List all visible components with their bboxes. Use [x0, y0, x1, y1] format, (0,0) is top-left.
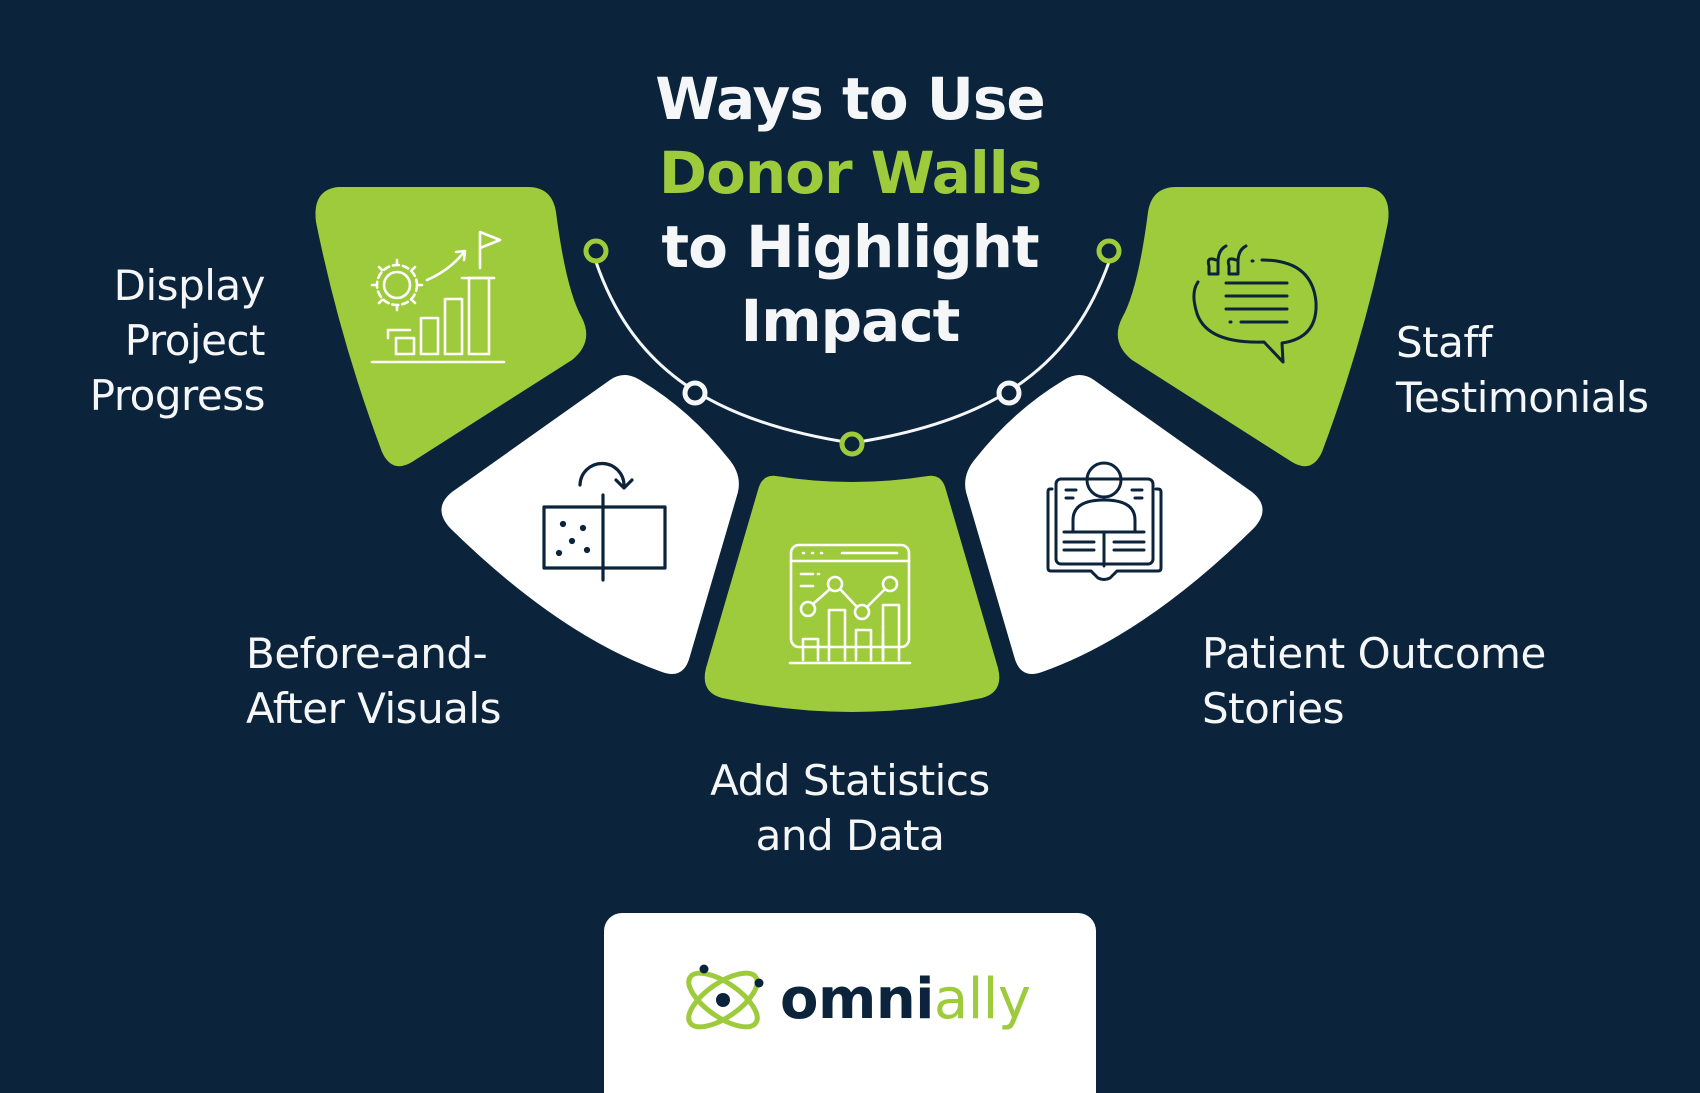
- arc-node-mid-left: [682, 380, 708, 406]
- card-patient-outcome: [965, 375, 1263, 674]
- card-display-project-progress: [315, 187, 587, 467]
- card-before-and-after: [441, 375, 739, 674]
- growth-chart-gear-flag-icon: [370, 230, 506, 364]
- label-line: Stories: [1202, 684, 1344, 733]
- arc-node-top-left: [583, 238, 609, 264]
- label-line: Testimonials: [1396, 373, 1649, 422]
- label-line: Staff: [1396, 318, 1492, 367]
- label-line: Patient Outcome: [1202, 629, 1546, 678]
- logo-card: omnially: [604, 913, 1096, 1093]
- card-staff-testimonials: [1117, 187, 1389, 467]
- label-line: Project: [124, 316, 266, 365]
- label-display-project-progress: Display Project Progress: [89, 258, 266, 423]
- arc-node-bottom: [839, 431, 865, 457]
- label-before-and-after-visuals: Before-and- After Visuals: [246, 626, 501, 736]
- card-add-statistics: [704, 475, 1000, 712]
- title-line-2-accent: Donor Walls: [658, 139, 1042, 207]
- brand-ally: ally: [933, 967, 1031, 1032]
- person-book-story-icon: [1046, 461, 1163, 581]
- analytics-dashboard-icon: [788, 543, 912, 665]
- arc-node-mid-right: [996, 380, 1022, 406]
- label-line: and Data: [755, 811, 945, 860]
- label-patient-outcome-stories: Patient Outcome Stories: [1202, 626, 1546, 736]
- before-after-slider-icon: [542, 461, 667, 582]
- brand-logo: omnially: [680, 963, 1031, 1037]
- label-line: Add Statistics: [710, 756, 990, 805]
- page-title: Ways to Use Donor Walls to Highlight Imp…: [600, 62, 1100, 358]
- atom-orbit-logo-icon: [686, 964, 764, 1030]
- label-line: Progress: [89, 371, 266, 420]
- arc-node-top-right: [1096, 238, 1122, 264]
- label-line: After Visuals: [246, 684, 501, 733]
- brand-wordmark: omnially: [780, 967, 1031, 1032]
- title-line-3: to Highlight: [661, 213, 1039, 281]
- title-line-1: Ways to Use: [655, 65, 1046, 133]
- label-staff-testimonials: Staff Testimonials: [1396, 315, 1649, 425]
- label-add-statistics-and-data: Add Statistics and Data: [650, 753, 1050, 863]
- label-line: Display: [113, 261, 266, 310]
- quote-speech-bubble-icon: [1192, 244, 1318, 364]
- label-line: Before-and-: [246, 629, 488, 678]
- brand-omni: omni: [780, 967, 934, 1032]
- title-line-4: Impact: [740, 287, 961, 355]
